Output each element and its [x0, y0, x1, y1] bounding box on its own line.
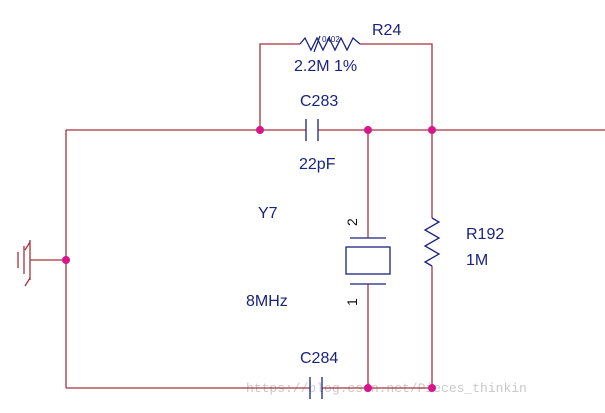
c283-ref: C283 — [300, 93, 338, 110]
junction-dot — [62, 256, 70, 264]
y7-pin-2: 2 — [344, 218, 360, 226]
junction-dot — [256, 126, 264, 134]
c284-ref: C284 — [300, 350, 338, 367]
junction-dot — [428, 126, 436, 134]
r24-ref: R24 — [372, 22, 401, 39]
chassis-ground-icon — [17, 240, 31, 287]
c283-capacitor-symbol — [305, 119, 319, 141]
y7-ref: Y7 — [258, 205, 278, 222]
c283-value: 22pF — [299, 156, 336, 173]
y7-crystal-symbol — [345, 237, 391, 285]
junction-dot — [364, 126, 372, 134]
r192-ref: R192 — [466, 226, 504, 243]
wire-r24-right — [360, 43, 433, 130]
r24-value: 2.2M 1% — [294, 58, 357, 75]
y7-value: 8MHz — [246, 293, 288, 310]
r24-package: 0402 — [322, 35, 340, 44]
junctions — [62, 126, 436, 392]
r24-resistor-symbol — [299, 35, 361, 53]
c284-capacitor-symbol — [309, 377, 323, 399]
junction-dot — [364, 384, 372, 392]
wire-r24-left — [259, 43, 300, 130]
r192-resistor-symbol — [423, 217, 441, 267]
r192-value: 1M — [466, 252, 488, 269]
y7-pin-1: 1 — [344, 298, 360, 306]
junction-dot — [428, 384, 436, 392]
